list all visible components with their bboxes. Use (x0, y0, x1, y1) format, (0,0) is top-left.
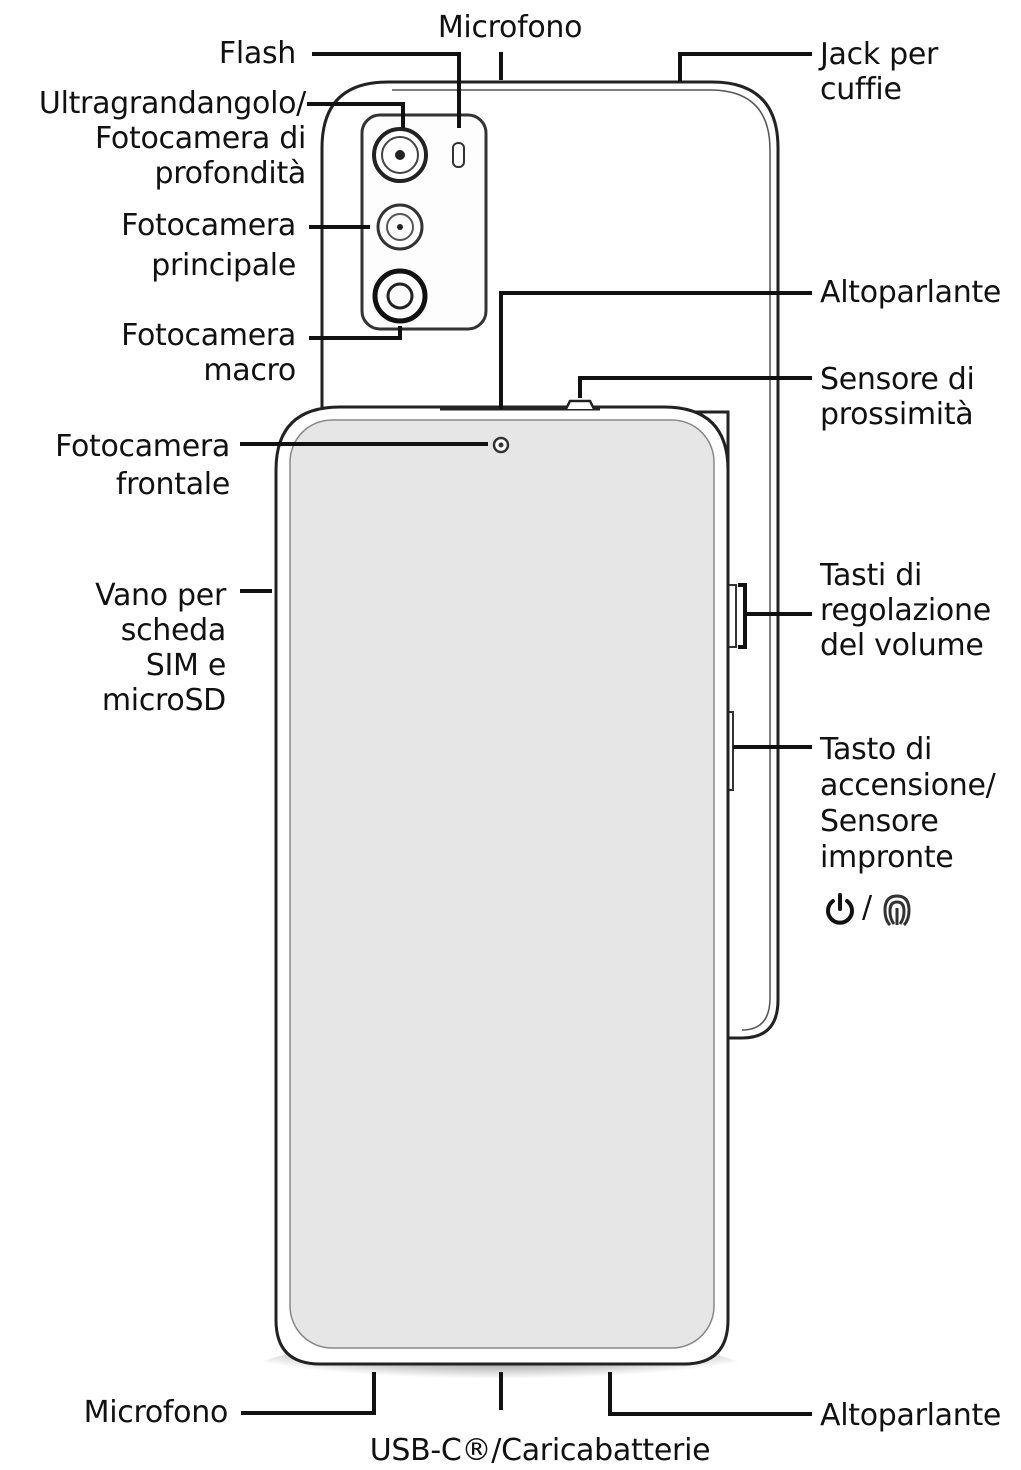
phone-front (240, 399, 730, 1366)
icon-separator: / (862, 890, 873, 925)
proximity-sensor (564, 399, 596, 410)
leader-lines (240, 52, 812, 1416)
label-microfono-top: Microfono (437, 10, 583, 45)
label-vano-sim: Vano per scheda SIM e microSD (95, 578, 226, 718)
label-tasti-volume: Tasti di regolazione del volume (820, 558, 991, 663)
label-altoparlante-top: Altoparlante (820, 275, 1002, 310)
phone-back (320, 80, 780, 1040)
main-camera-lens (376, 203, 424, 251)
fingerprint-icon (883, 894, 911, 927)
front-camera (492, 436, 510, 454)
power-icon (826, 893, 854, 925)
label-fotocamera-principale: Fotocamera principale (121, 208, 296, 283)
flash-led (452, 142, 465, 168)
label-jack-cuffie: Jack per cuffie (820, 37, 939, 107)
ultrawide-lens (372, 127, 428, 183)
macro-lens (372, 268, 428, 324)
label-microfono-bottom: Microfono (83, 1395, 229, 1430)
label-tasto-accensione: Tasto di accensione/ Sensore impronte (820, 732, 996, 875)
label-sensore-prossimita: Sensore di prossimità (820, 362, 975, 432)
screen (289, 419, 715, 1349)
label-ultragrandangolo: Ultragrandangolo/ Fotocamera di profondi… (38, 86, 306, 191)
label-fotocamera-frontale: Fotocamera frontale (55, 429, 230, 502)
label-flash: Flash (218, 36, 296, 71)
label-fotocamera-macro: Fotocamera macro (121, 318, 296, 388)
label-usb-c: USB-C®/Caricabatterie (369, 1433, 711, 1468)
label-altoparlante-bottom: Altoparlante (820, 1398, 1002, 1433)
power-fingerprint-icons: / (822, 890, 932, 930)
